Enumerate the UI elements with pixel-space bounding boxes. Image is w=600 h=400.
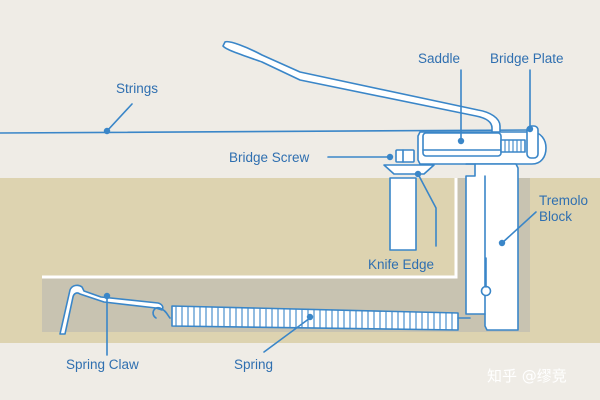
- label-bridge-screw: Bridge Screw: [229, 150, 310, 165]
- dot-bridge-plate: [526, 125, 534, 133]
- label-tremolo-block-1: Tremolo: [539, 193, 588, 208]
- dot-spring: [306, 313, 314, 321]
- bridge-screw-post: [389, 177, 417, 251]
- dot-bridge-screw: [386, 153, 394, 161]
- bridge-screw-cone: [383, 164, 435, 175]
- label-strings: Strings: [116, 81, 158, 96]
- label-tremolo-block-2: Block: [539, 209, 572, 224]
- watermark: 知乎 @缪竞: [487, 367, 567, 385]
- label-bridge-plate: Bridge Plate: [490, 51, 564, 66]
- dot-strings: [103, 127, 111, 135]
- spring-anchor: [480, 285, 492, 297]
- label-knife-edge: Knife Edge: [368, 257, 434, 272]
- claw-hook: [152, 306, 171, 319]
- body-cavity: [42, 178, 530, 332]
- saddle-block: [422, 132, 502, 157]
- leader-strings: [106, 103, 133, 132]
- label-spring-claw: Spring Claw: [66, 357, 139, 372]
- leader-spring: [263, 317, 311, 353]
- bridge-plate-knob: [526, 125, 539, 159]
- leader-knife-edge: [417, 173, 437, 247]
- bridge-screw-head: [395, 149, 415, 163]
- dot-tremolo-block: [498, 239, 506, 247]
- tremolo-block: [465, 163, 519, 331]
- bottom-band: [0, 343, 600, 400]
- spring-claw: [59, 284, 164, 335]
- dot-knife-edge: [414, 170, 422, 178]
- cavity-outline: [42, 178, 458, 279]
- guitar-string: [0, 129, 531, 134]
- leader-tremolo-block: [501, 211, 537, 244]
- label-saddle: Saddle: [418, 51, 460, 66]
- dot-spring-claw: [103, 292, 111, 300]
- dot-saddle: [457, 137, 465, 145]
- label-spring: Spring: [234, 357, 273, 372]
